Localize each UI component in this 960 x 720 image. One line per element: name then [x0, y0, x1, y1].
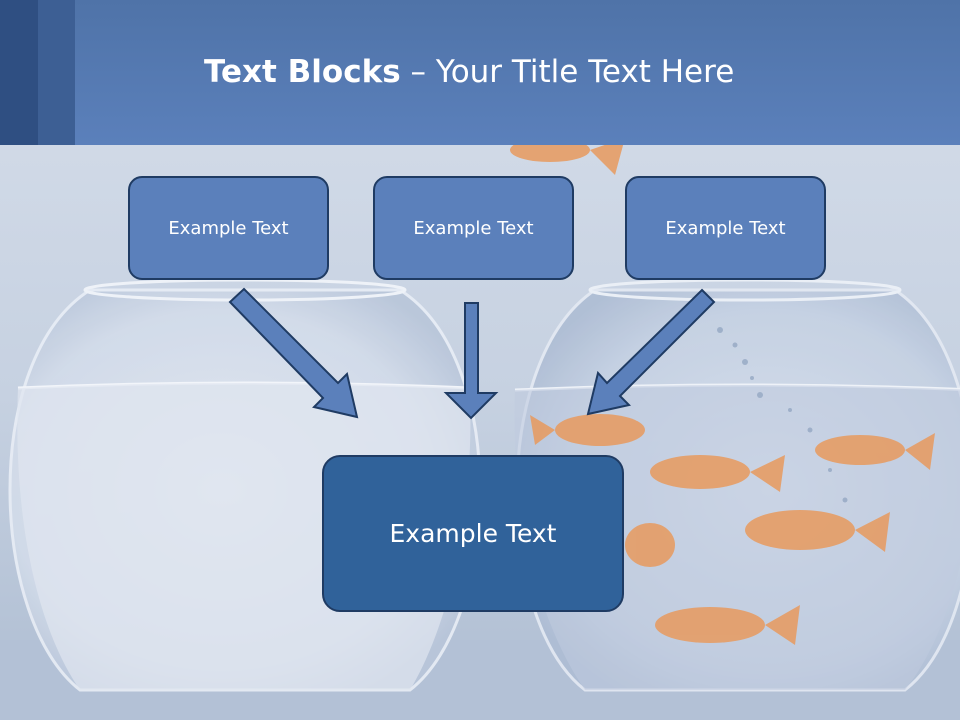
title-dash: – [400, 54, 436, 90]
arrow-right [586, 288, 716, 416]
header-accent-strip-dark [0, 0, 38, 145]
text-block-1-label: Example Text [168, 217, 289, 239]
text-block-1[interactable]: Example Text [128, 176, 329, 280]
title-bold: Text Blocks [204, 54, 401, 90]
goldfish-group [510, 138, 935, 645]
arrow-middle [443, 302, 499, 420]
text-block-2-label: Example Text [413, 217, 534, 239]
text-block-3[interactable]: Example Text [625, 176, 826, 280]
text-block-2[interactable]: Example Text [373, 176, 574, 280]
arrow-left [228, 287, 359, 419]
center-text-block[interactable]: Example Text [322, 455, 624, 612]
text-block-3-label: Example Text [665, 217, 786, 239]
header-accent-strip [38, 0, 75, 145]
center-text-block-label: Example Text [389, 519, 557, 548]
slide-title[interactable]: Text Blocks – Your Title Text Here [204, 54, 734, 90]
title-rest: Your Title Text Here [435, 54, 735, 90]
water-splash [717, 327, 848, 503]
title-bar [0, 0, 960, 145]
